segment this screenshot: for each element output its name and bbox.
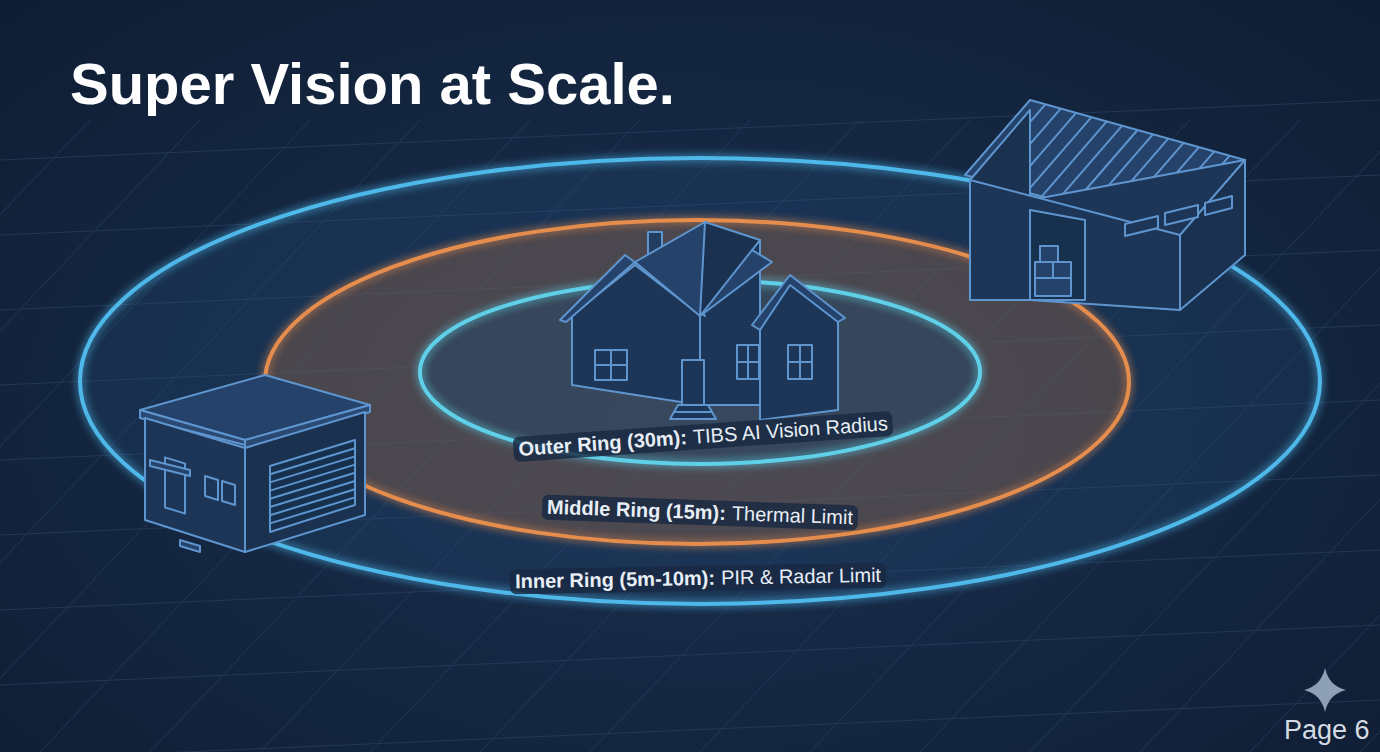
grid-line <box>0 120 90 752</box>
ring-name: Inner Ring (5m-10m): <box>515 567 715 592</box>
grid-line <box>1042 121 1107 196</box>
sparkle-icon <box>1304 668 1346 712</box>
outer-ring <box>80 158 1320 604</box>
page-number: Page 6 <box>1284 715 1370 746</box>
warehouse <box>965 100 1245 310</box>
floor-grid <box>0 100 1380 752</box>
ring-description: Thermal Limit <box>732 502 854 528</box>
garage <box>140 375 370 552</box>
house <box>560 222 845 420</box>
slide-title: Super Vision at Scale. <box>70 50 675 117</box>
ring-name: Middle Ring (15m): <box>547 496 727 524</box>
grid-line <box>0 625 1380 685</box>
grid-line <box>270 497 355 523</box>
grid-line <box>1360 120 1380 752</box>
grid-line <box>1026 117 1091 192</box>
grid-line <box>0 700 1380 752</box>
ring-description: PIR & Radar Limit <box>721 564 881 589</box>
